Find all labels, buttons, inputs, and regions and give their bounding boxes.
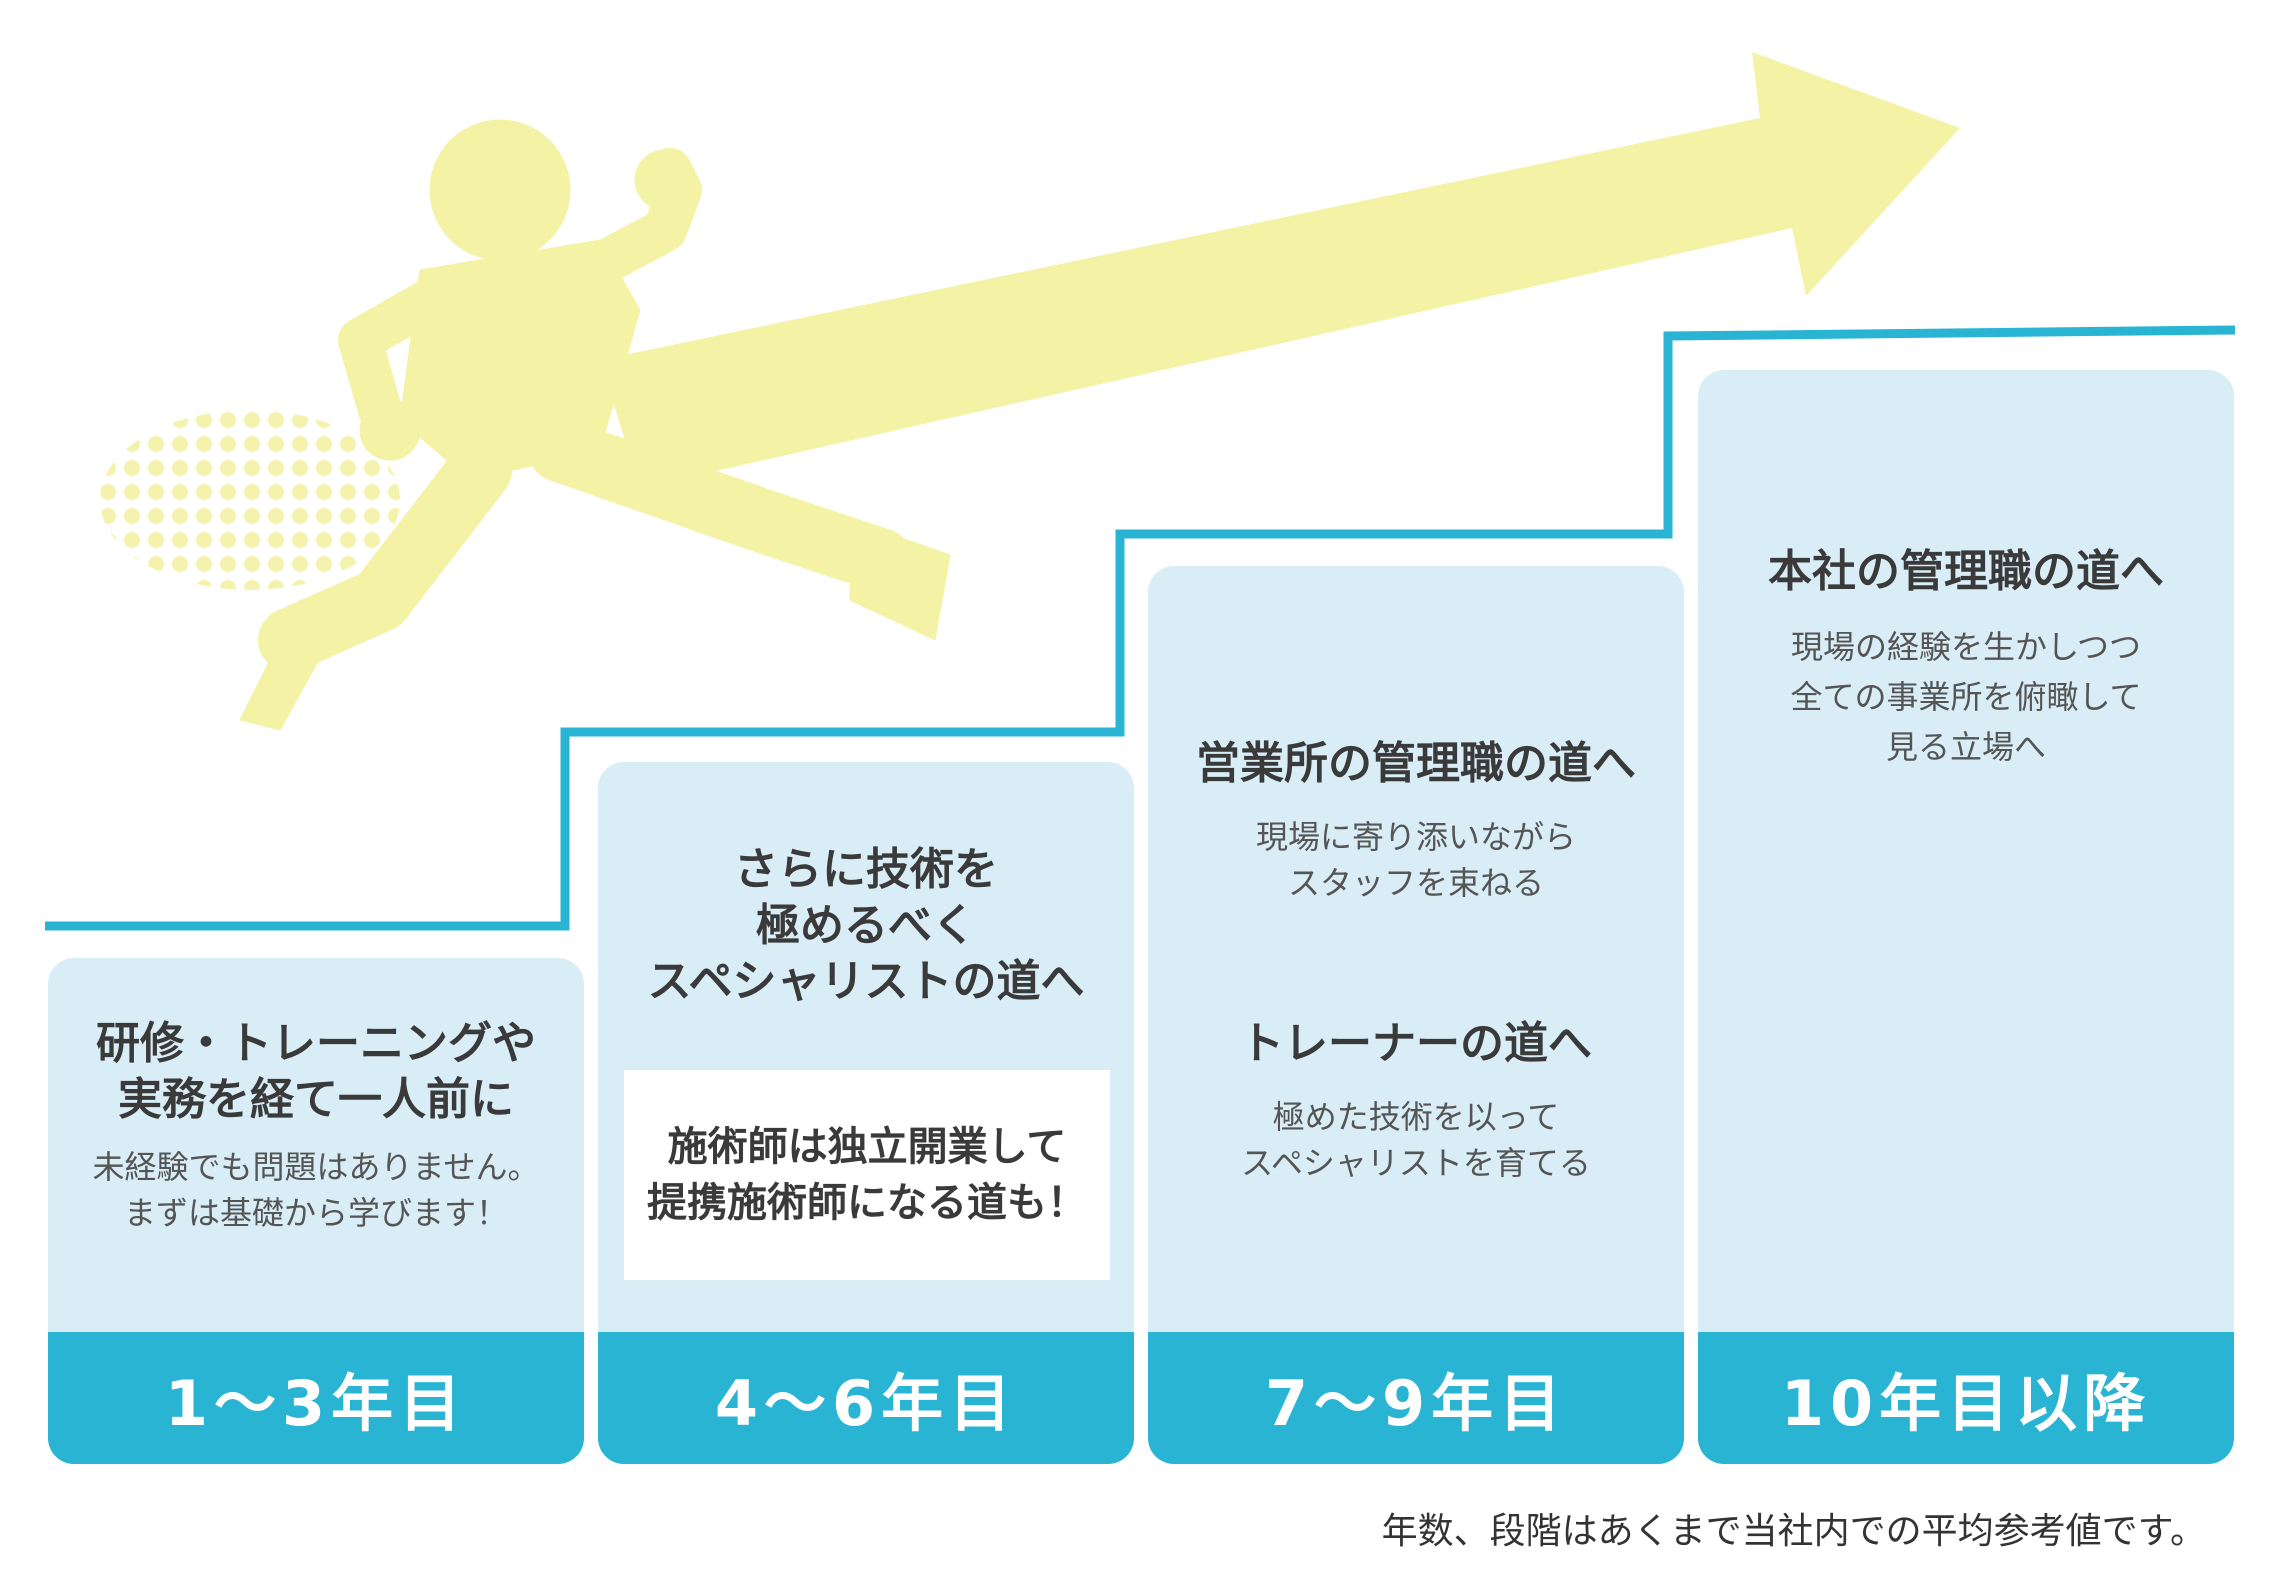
stage-3-body-2: 極めた技術を以ってスペシャリストを育てる	[1241, 1098, 1591, 1182]
stage-3-body: 現場に寄り添いながらスタッフを束ねる	[1255, 818, 1576, 902]
stage-3-heading: 営業所の管理職の道へ	[1196, 738, 1636, 789]
stage-2-period: 4～6年目	[598, 1332, 1134, 1464]
stage-4-body: 現場の経験を生かしつつ全ての事業所を俯瞰して見る立場へ	[1790, 628, 2142, 766]
stage-1-body: 未経験でも問題はありません。まずは基礎から学びます！	[92, 1148, 540, 1232]
stage-4-period: 10年目以降	[1698, 1332, 2234, 1464]
stage-card-1: 研修・トレーニングや実務を経て一人前に 未経験でも問題はありません。まずは基礎か…	[48, 958, 584, 1464]
stage-1-period: 1～3年目	[48, 1332, 584, 1464]
independent-practice-box: 施術師は独立開業して提携施術師になる道も！	[624, 1070, 1110, 1280]
stage-card-3: 営業所の管理職の道へ 現場に寄り添いながらスタッフを束ねる トレーナーの道へ 極…	[1148, 566, 1684, 1464]
stage-4-heading: 本社の管理職の道へ	[1768, 546, 2164, 597]
stage-1-heading: 研修・トレーニングや実務を経て一人前に	[96, 1018, 536, 1125]
speed-dots-icon	[100, 410, 400, 590]
footnote: 年数、段階はあくまで当社内での平均参考値です。	[1381, 1511, 2206, 1552]
upward-arrow-icon	[600, 52, 1960, 488]
running-person-icon	[239, 119, 951, 731]
stair-line	[45, 325, 2236, 931]
stage-card-2: さらに技術を極めるべくスペシャリストの道へ 施術師は独立開業して提携施術師になる…	[598, 762, 1134, 1464]
stage-card-4: 本社の管理職の道へ 現場の経験を生かしつつ全ての事業所を俯瞰して見る立場へ 10…	[1698, 370, 2234, 1464]
stage-3-heading-2: トレーナーの道へ	[1240, 1018, 1592, 1069]
stage-3-period: 7～9年目	[1148, 1332, 1684, 1464]
stage-2-heading: さらに技術を極めるべくスペシャリストの道へ	[647, 844, 1085, 1007]
